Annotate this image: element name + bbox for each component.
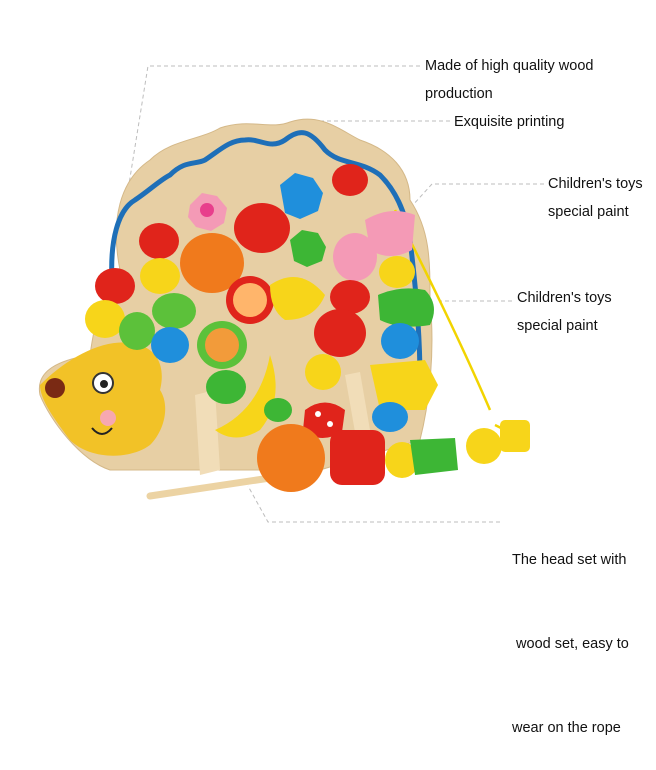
board-stand (195, 390, 220, 475)
beads (85, 164, 530, 492)
hedgehog-lacing-toy-image (38, 118, 530, 500)
leader-head (247, 485, 500, 523)
annotation-line: Exquisite printing (454, 114, 565, 130)
annotation-line: wood set, easy to (512, 636, 629, 652)
annotation-special-paint-2: Children's toys special paint (517, 284, 612, 340)
annotation-line: production (425, 86, 493, 102)
lacing-needle (146, 474, 274, 500)
leader-paint1 (411, 183, 544, 207)
annotation-line: Made of high quality wood (425, 58, 594, 74)
annotation-special-paint-1: Children's toys special paint (548, 170, 643, 226)
annotation-line: Children's toys (517, 290, 612, 306)
hedgehog-face (40, 342, 166, 456)
annotation-line: wear on the rope (512, 720, 621, 736)
annotation-line: special paint (548, 204, 629, 220)
annotation-line: The head set with (512, 552, 627, 568)
annotation-wood-quality: Made of high quality wood production (425, 52, 593, 108)
annotation-line: special paint (517, 318, 598, 334)
annotation-printing: Exquisite printing (454, 108, 564, 136)
hedgehog-cheek (100, 410, 116, 426)
hedgehog-nose (45, 378, 65, 398)
annotation-head-set: The head set with wood set, easy to wear… (512, 490, 629, 770)
annotation-line: Children's toys (548, 176, 643, 192)
